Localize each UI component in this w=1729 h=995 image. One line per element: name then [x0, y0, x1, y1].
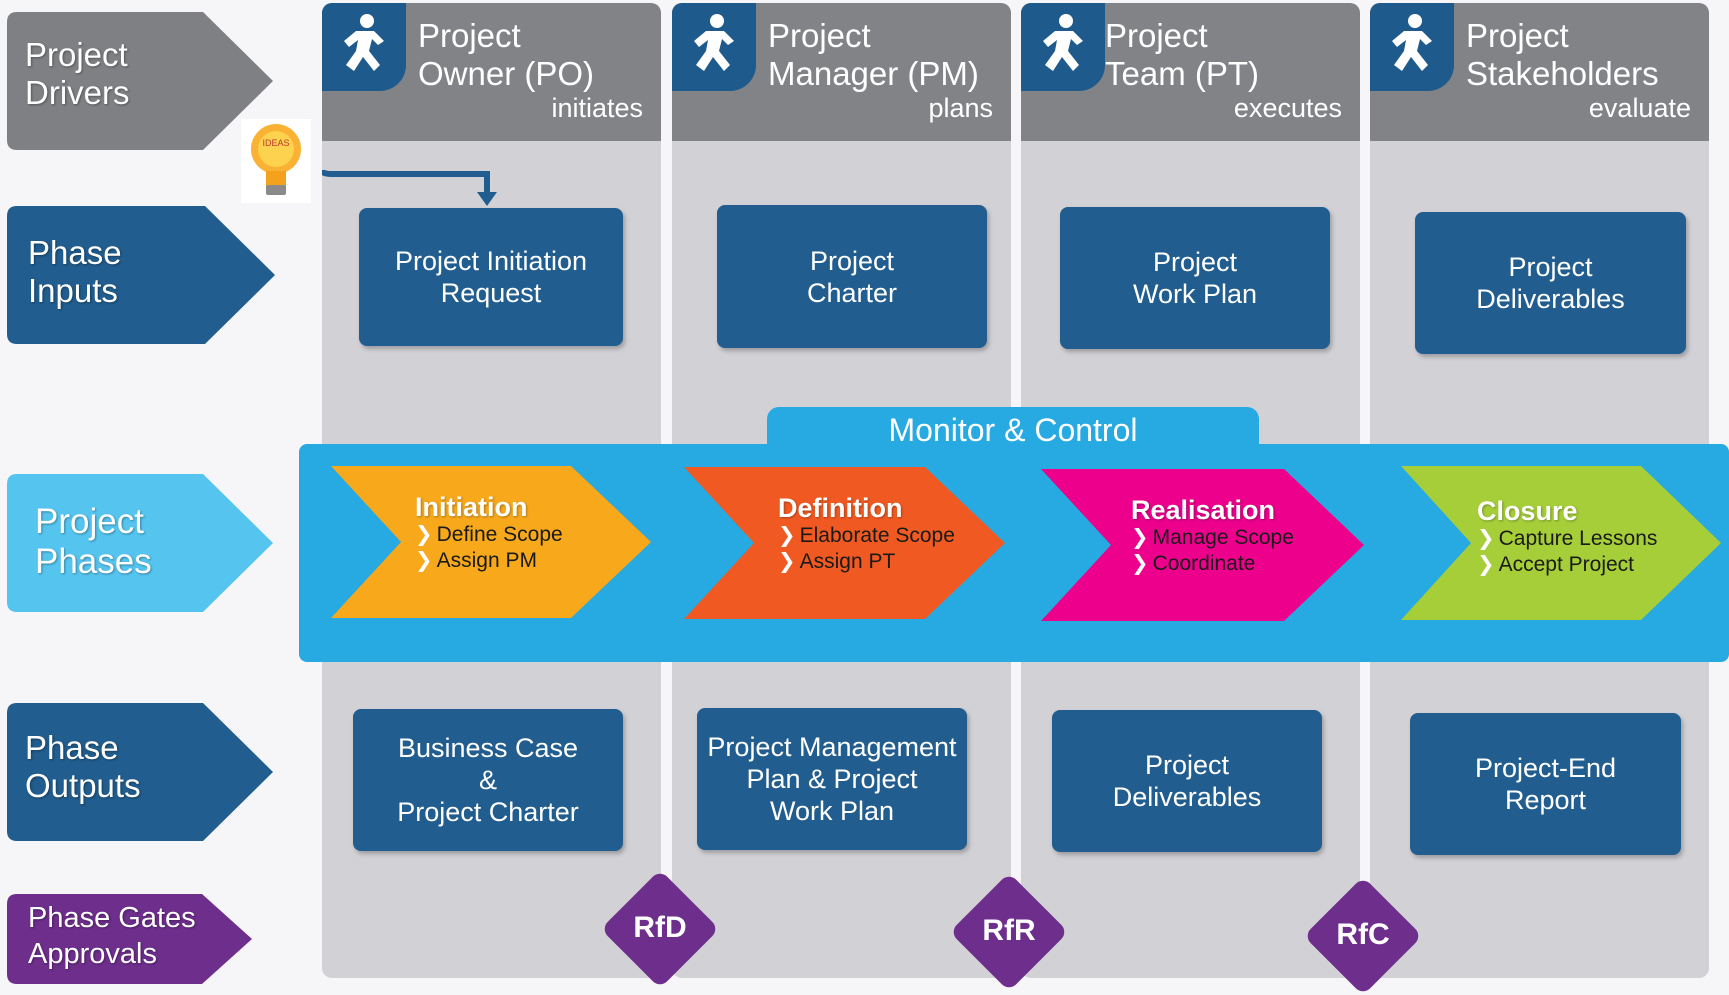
- row-label-outputs: Phase Outputs: [7, 703, 273, 841]
- output-box-pt: Project Deliverables: [1052, 710, 1322, 852]
- phase-item: ❯Elaborate Scope: [778, 524, 955, 547]
- input-text: Project Initiation Request: [394, 246, 588, 308]
- phase-item: ❯Assign PT: [778, 550, 896, 573]
- phase-item: ❯Accept Project: [1477, 553, 1635, 576]
- phase-item: ❯Capture Lessons: [1477, 527, 1658, 550]
- phase-title: Definition: [778, 493, 903, 523]
- role-header-pt: Project Team (PT) executes: [1021, 3, 1360, 141]
- phase-chevron-realisation: Realisation ❯Manage Scope ❯Coordinate: [1041, 469, 1364, 621]
- gate-label: RfC: [1336, 918, 1390, 951]
- role-verb: initiates: [551, 93, 643, 123]
- role-verb: evaluate: [1588, 93, 1691, 123]
- chevron-right-icon: ❯: [1477, 527, 1495, 550]
- phase-chevron-initiation: Initiation ❯Define Scope ❯Assign PM: [331, 466, 651, 618]
- role-verb: plans: [928, 93, 993, 123]
- input-text: Project Work Plan: [1132, 247, 1258, 309]
- phase-item: ❯Assign PM: [415, 549, 537, 572]
- phase-chevron-closure: Closure ❯Capture Lessons ❯Accept Project: [1401, 466, 1721, 620]
- ideas-lightbulb-icon: IDEAS: [241, 119, 311, 203]
- gate-label: RfR: [982, 914, 1036, 947]
- role-name: Project Manager (PM): [768, 17, 979, 92]
- row-label-inputs: Phase Inputs: [7, 206, 275, 344]
- input-text: Project Deliverables: [1476, 252, 1625, 314]
- input-box-po: Project Initiation Request: [359, 208, 623, 346]
- output-text: Business Case & Project Charter: [397, 733, 579, 827]
- input-text: Project Charter: [806, 245, 898, 308]
- output-box-po: Business Case & Project Charter: [353, 709, 623, 851]
- driver-arrow: [322, 169, 497, 206]
- monitor-control-label: Monitor & Control: [888, 412, 1138, 448]
- role-name: Project Stakeholders: [1466, 17, 1659, 92]
- phase-item: ❯Define Scope: [415, 523, 563, 546]
- row-label-text: Project Drivers: [25, 36, 130, 111]
- output-text: Project-End Report: [1474, 753, 1617, 815]
- role-header-pm: Project Manager (PM) plans: [672, 3, 1011, 141]
- person-icon: [672, 3, 756, 91]
- chevron-right-icon: ❯: [778, 524, 796, 547]
- input-box-pt: Project Work Plan: [1060, 207, 1330, 349]
- role-name: Project Team (PT): [1105, 17, 1260, 92]
- output-box-pm: Project Management Plan & Project Work P…: [697, 708, 967, 850]
- gate-rfr: RfR: [949, 872, 1069, 992]
- phase-title: Closure: [1477, 496, 1578, 526]
- phase-title: Realisation: [1131, 495, 1276, 525]
- output-text: Project Deliverables: [1112, 750, 1262, 812]
- role-header-po: Project Owner (PO) initiates: [322, 3, 661, 141]
- phase-item: ❯Coordinate: [1131, 552, 1256, 575]
- role-header-stakeholders: Project Stakeholders evaluate: [1370, 3, 1709, 141]
- row-label-phases: Project Phases: [7, 474, 273, 612]
- gate-rfc: RfC: [1303, 876, 1423, 995]
- gate-rfd: RfD: [600, 869, 720, 989]
- chevron-right-icon: ❯: [415, 549, 433, 572]
- phase-chevron-definition: Definition ❯Elaborate Scope ❯Assign PT: [684, 467, 1005, 619]
- person-icon: [322, 3, 406, 91]
- phase-item: ❯Manage Scope: [1131, 526, 1294, 549]
- row-label-text: Phase Inputs: [28, 234, 122, 309]
- phase-title: Initiation: [415, 492, 528, 522]
- output-text: Project Management Plan & Project Work P…: [707, 732, 957, 826]
- person-icon: [1370, 3, 1454, 91]
- output-box-stakeholders: Project-End Report: [1410, 713, 1681, 855]
- row-label-drivers: Project Drivers: [7, 12, 273, 150]
- gate-label: RfD: [633, 911, 687, 944]
- role-verb: executes: [1233, 93, 1342, 123]
- role-name: Project Owner (PO): [418, 17, 595, 92]
- chevron-right-icon: ❯: [1477, 553, 1495, 576]
- row-label-text: Phase Gates Approvals: [28, 902, 196, 970]
- bulb-label: IDEAS: [262, 138, 289, 148]
- input-box-stakeholders: Project Deliverables: [1415, 212, 1686, 354]
- chevron-right-icon: ❯: [1131, 526, 1149, 549]
- input-box-pm: Project Charter: [717, 205, 987, 348]
- row-label-text: Phase Outputs: [25, 729, 141, 804]
- row-label-text: Project Phases: [35, 502, 152, 581]
- row-label-gates: Phase Gates Approvals: [7, 894, 252, 984]
- chevron-right-icon: ❯: [1131, 552, 1149, 575]
- person-icon: [1021, 3, 1105, 91]
- chevron-right-icon: ❯: [415, 523, 433, 546]
- chevron-right-icon: ❯: [778, 550, 796, 573]
